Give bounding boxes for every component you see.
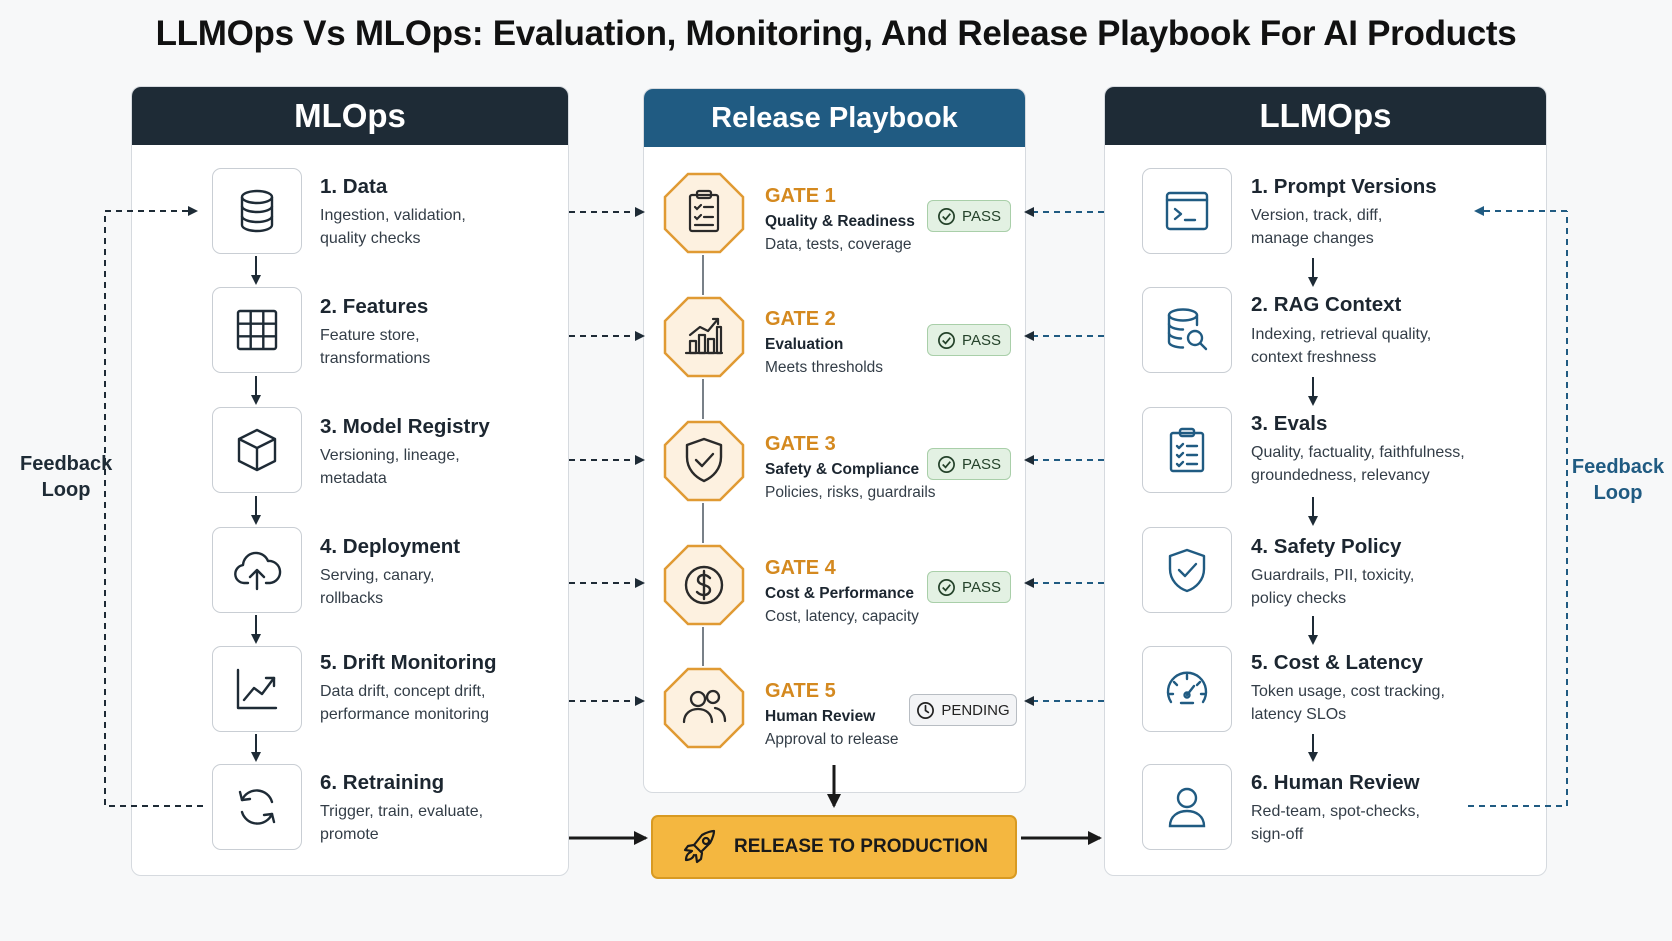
database-search-icon	[1167, 308, 1208, 351]
release-label: RELEASE TO PRODUCTION	[733, 836, 989, 857]
checklist-icon	[1169, 427, 1205, 473]
status-badge-pass: PASS	[927, 448, 1011, 480]
mlops-step-title: 1. Data	[320, 175, 388, 198]
status-badge-pass: PASS	[927, 571, 1011, 603]
llmops-step-title: 3. Evals	[1251, 412, 1328, 435]
rocket-icon	[683, 829, 716, 864]
check-circle-icon	[938, 455, 956, 473]
llmops-step-desc: Quality, factuality, faithfulness,ground…	[1251, 444, 1465, 484]
status-badge-pass: PASS	[927, 200, 1011, 232]
llmops-step-title: 1. Prompt Versions	[1251, 175, 1437, 198]
llmops-step-prompt-versions[interactable]	[1142, 168, 1232, 254]
gate-subtitle: Evaluation	[765, 336, 844, 353]
gate-description: Cost, latency, capacity	[765, 608, 919, 625]
llmops-step-rag-context[interactable]	[1142, 287, 1232, 373]
mlops-step-desc: Versioning, lineage,metadata	[320, 447, 460, 487]
gate-label: GATE 2	[765, 308, 836, 330]
users-icon	[663, 667, 745, 749]
llmops-step-evals[interactable]	[1142, 407, 1232, 493]
mlops-step-model-registry[interactable]	[212, 407, 302, 493]
llmops-step-title: 2. RAG Context	[1251, 293, 1402, 316]
check-circle-icon	[938, 331, 956, 349]
gate-subtitle: Quality & Readiness	[765, 213, 915, 230]
gate-label: GATE 1	[765, 185, 836, 207]
mlops-step-desc: Serving, canary,rollbacks	[320, 567, 435, 607]
mlops-step-desc: Data drift, concept drift,performance mo…	[320, 683, 489, 723]
llmops-step-desc: Red-team, spot-checks,sign-off	[1251, 803, 1420, 843]
check-circle-icon	[938, 578, 956, 596]
gate-description: Policies, risks, guardrails	[765, 484, 936, 501]
mlops-step-features[interactable]	[212, 287, 302, 373]
shield-check-icon	[1168, 548, 1206, 593]
llmops-step-desc: Guardrails, PII, toxicity,policy checks	[1251, 567, 1415, 607]
llmops-step-cost-latency[interactable]	[1142, 646, 1232, 732]
gate-label: GATE 3	[765, 433, 836, 455]
mlops-step-title: 6. Retraining	[320, 771, 445, 794]
mlops-panel: MLOps 1. Data Ingestion, validation,qual…	[131, 86, 569, 876]
clipboard-icon	[663, 172, 745, 254]
gate-description: Approval to release	[765, 731, 899, 748]
trend-chart-icon	[236, 668, 278, 710]
llmops-step-human-review[interactable]	[1142, 764, 1232, 850]
cloud-upload-icon	[234, 551, 282, 591]
user-icon	[1168, 787, 1206, 828]
llmops-step-desc: Indexing, retrieval quality,context fres…	[1251, 326, 1432, 366]
mlops-header: MLOps	[132, 87, 568, 145]
llmops-step-safety-policy[interactable]	[1142, 527, 1232, 613]
gate-label: GATE 4	[765, 557, 836, 579]
gate-description: Data, tests, coverage	[765, 236, 912, 253]
mlops-step-deployment[interactable]	[212, 527, 302, 613]
mlops-step-title: 2. Features	[320, 295, 429, 318]
mlops-step-title: 3. Model Registry	[320, 415, 490, 438]
playbook-header: Release Playbook	[644, 89, 1025, 147]
page-title: LLMOps Vs MLOps: Evaluation, Monitoring,…	[155, 14, 1517, 53]
llmops-step-title: 5. Cost & Latency	[1251, 651, 1424, 674]
mlops-to-gate-arrows	[569, 207, 645, 706]
llmops-to-gate-arrows	[1024, 207, 1104, 706]
mlops-step-desc: Trigger, train, evaluate,promote	[320, 803, 484, 843]
shield-icon	[663, 420, 745, 502]
mlops-step-drift-monitoring[interactable]	[212, 646, 302, 732]
clock-icon	[917, 701, 935, 719]
mlops-step-title: 4. Deployment	[320, 535, 461, 558]
gauge-icon	[1166, 671, 1208, 705]
terminal-icon	[1165, 191, 1209, 231]
mlops-step-title: 5. Drift Monitoring	[320, 651, 497, 674]
check-circle-icon	[938, 207, 956, 225]
release-playbook-panel: Release Playbook GATE 1 Quality & Readin…	[643, 88, 1026, 793]
grid-icon	[236, 309, 278, 351]
llmops-step-desc: Version, track, diff,manage changes	[1251, 207, 1383, 247]
llmops-header: LLMOps	[1105, 87, 1546, 145]
refresh-icon	[238, 789, 276, 825]
mlops-step-desc: Feature store,transformations	[320, 327, 431, 367]
status-badge-pass: PASS	[927, 324, 1011, 356]
gate-subtitle: Safety & Compliance	[765, 461, 920, 478]
release-to-production-button[interactable]: RELEASE TO PRODUCTION	[651, 815, 1017, 879]
status-badge-pending: PENDING	[909, 694, 1017, 726]
llmops-step-title: 6. Human Review	[1251, 771, 1420, 794]
cube-icon	[237, 428, 277, 472]
database-icon	[240, 189, 274, 233]
mlops-step-data[interactable]	[212, 168, 302, 254]
dollar-icon	[663, 544, 745, 626]
gate-subtitle: Cost & Performance	[765, 585, 915, 602]
llmops-step-desc: Token usage, cost tracking,latency SLOs	[1251, 683, 1445, 723]
gate-label: GATE 5	[765, 680, 836, 702]
llmops-panel: LLMOps 1. Prompt Versions Version, track…	[1104, 86, 1547, 876]
bar-chart-icon	[663, 296, 745, 378]
llmops-step-title: 4. Safety Policy	[1251, 535, 1402, 558]
mlops-step-desc: Ingestion, validation,quality checks	[320, 207, 466, 247]
gate-description: Meets thresholds	[765, 359, 884, 376]
mlops-step-retraining[interactable]	[212, 764, 302, 850]
gate-subtitle: Human Review	[765, 708, 876, 725]
